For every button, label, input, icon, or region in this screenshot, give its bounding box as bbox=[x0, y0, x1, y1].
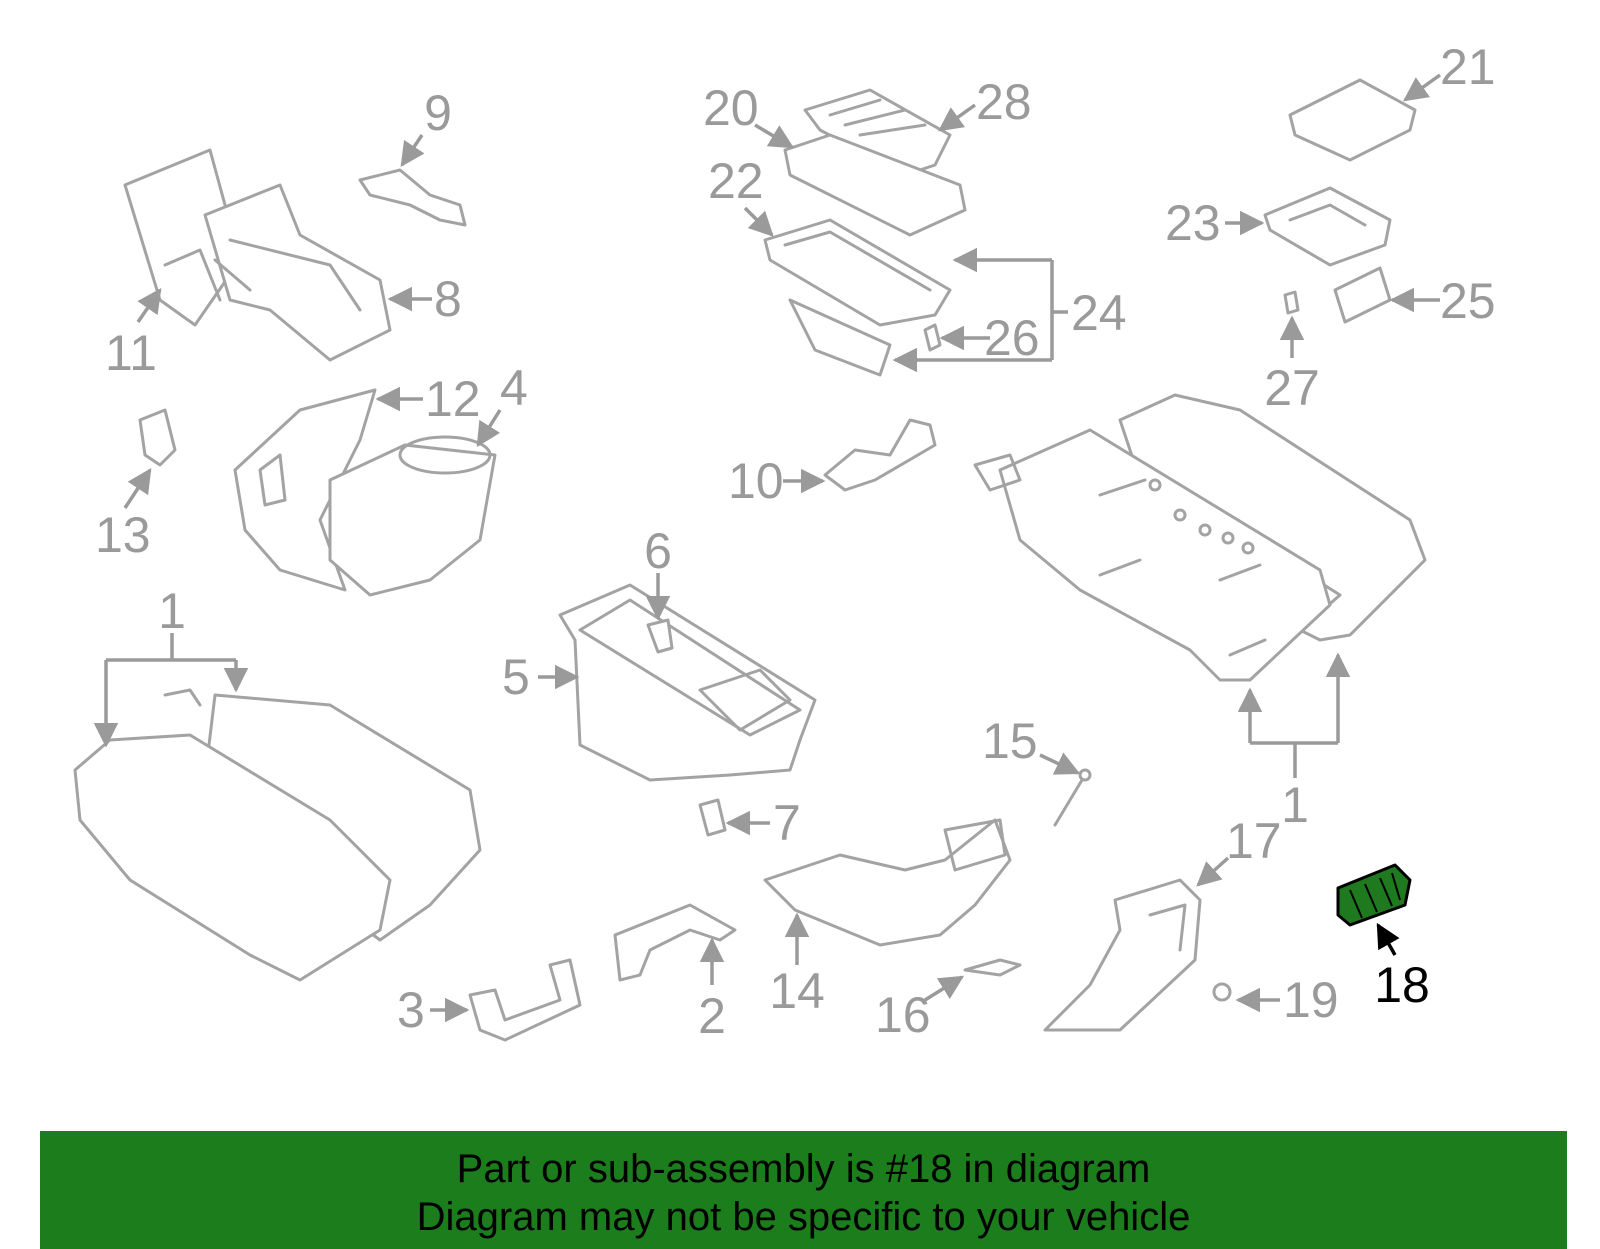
callout-15: 15 bbox=[982, 713, 1038, 769]
callout-7: 7 bbox=[773, 795, 801, 851]
callout-17: 17 bbox=[1226, 813, 1282, 869]
callout-28: 28 bbox=[976, 74, 1032, 130]
part-26-screw[interactable] bbox=[923, 323, 942, 352]
part-12-4-cupholder-sleeve[interactable] bbox=[233, 388, 497, 597]
callout-23: 23 bbox=[1165, 195, 1221, 251]
part-5-storage-bin[interactable] bbox=[558, 583, 817, 782]
part-23-hinge[interactable] bbox=[1263, 186, 1392, 267]
callout-26: 26 bbox=[984, 310, 1040, 366]
part-25-hinge-plate[interactable] bbox=[1333, 266, 1392, 324]
part-18-highlighted[interactable] bbox=[1336, 863, 1412, 927]
info-banner: Part or sub-assembly is #18 in diagram D… bbox=[40, 1131, 1567, 1249]
callout-4: 4 bbox=[500, 360, 528, 416]
callout-12: 12 bbox=[425, 371, 481, 427]
part-10-bracket[interactable] bbox=[823, 418, 937, 492]
callout-1-right: 1 bbox=[1281, 777, 1309, 833]
part-19-clip[interactable] bbox=[1212, 982, 1232, 1002]
callout-2: 2 bbox=[698, 988, 726, 1044]
part-9-clip[interactable] bbox=[358, 168, 467, 227]
part-15-pin[interactable] bbox=[1053, 768, 1092, 827]
callout-25: 25 bbox=[1440, 273, 1496, 329]
callout-21: 21 bbox=[1440, 39, 1496, 95]
part-1-console-base[interactable] bbox=[973, 393, 1427, 682]
part-17-trim[interactable] bbox=[1043, 878, 1202, 1032]
banner-part-note: Part or sub-assembly is #18 in diagram bbox=[456, 1147, 1151, 1191]
callout-9: 9 bbox=[424, 85, 452, 141]
callout-24: 24 bbox=[1071, 285, 1127, 341]
callout-27: 27 bbox=[1264, 360, 1320, 416]
callout-16: 16 bbox=[875, 987, 931, 1043]
part-21-cover[interactable] bbox=[1288, 78, 1417, 162]
part-8-cupholder[interactable] bbox=[123, 148, 392, 362]
callout-6: 6 bbox=[644, 523, 672, 579]
callout-1-left: 1 bbox=[158, 583, 186, 639]
part-24-panel[interactable] bbox=[788, 298, 892, 377]
part-1-lid-left[interactable] bbox=[73, 688, 482, 982]
callout-20: 20 bbox=[703, 80, 759, 136]
part-3-bracket[interactable] bbox=[468, 958, 582, 1042]
callout-13: 13 bbox=[95, 507, 151, 563]
callout-19: 19 bbox=[1283, 972, 1339, 1028]
part-22-lid-inner[interactable] bbox=[763, 218, 952, 327]
part-6-screw[interactable] bbox=[646, 618, 674, 654]
parts-diagram: 9 8 11 12 4 13 1 5 6 7 3 2 14 16 15 17 1… bbox=[73, 39, 1496, 1044]
callout-18: 18 bbox=[1374, 957, 1430, 1013]
part-20-lid-top[interactable] bbox=[783, 133, 967, 237]
part-16-clip[interactable] bbox=[963, 958, 1022, 977]
callout-22: 22 bbox=[708, 153, 764, 209]
callout-labels: 9 8 11 12 4 13 1 5 6 7 3 2 14 16 15 17 1… bbox=[95, 39, 1496, 1044]
part-7-bumper[interactable] bbox=[698, 798, 727, 837]
part-2-bracket[interactable] bbox=[613, 903, 737, 982]
callout-3: 3 bbox=[397, 982, 425, 1038]
callout-10: 10 bbox=[728, 453, 784, 509]
leader-lines bbox=[93, 73, 1442, 1023]
part-14-air-duct[interactable] bbox=[763, 818, 1012, 947]
callout-11: 11 bbox=[105, 325, 157, 381]
callout-5: 5 bbox=[502, 649, 530, 705]
part-13-clip[interactable] bbox=[138, 408, 177, 467]
part-28-pad[interactable] bbox=[803, 88, 952, 177]
callout-14: 14 bbox=[769, 963, 825, 1019]
banner-disclaimer: Diagram may not be specific to your vehi… bbox=[416, 1195, 1191, 1239]
part-27-screw[interactable] bbox=[1283, 290, 1300, 315]
callout-8: 8 bbox=[434, 271, 462, 327]
